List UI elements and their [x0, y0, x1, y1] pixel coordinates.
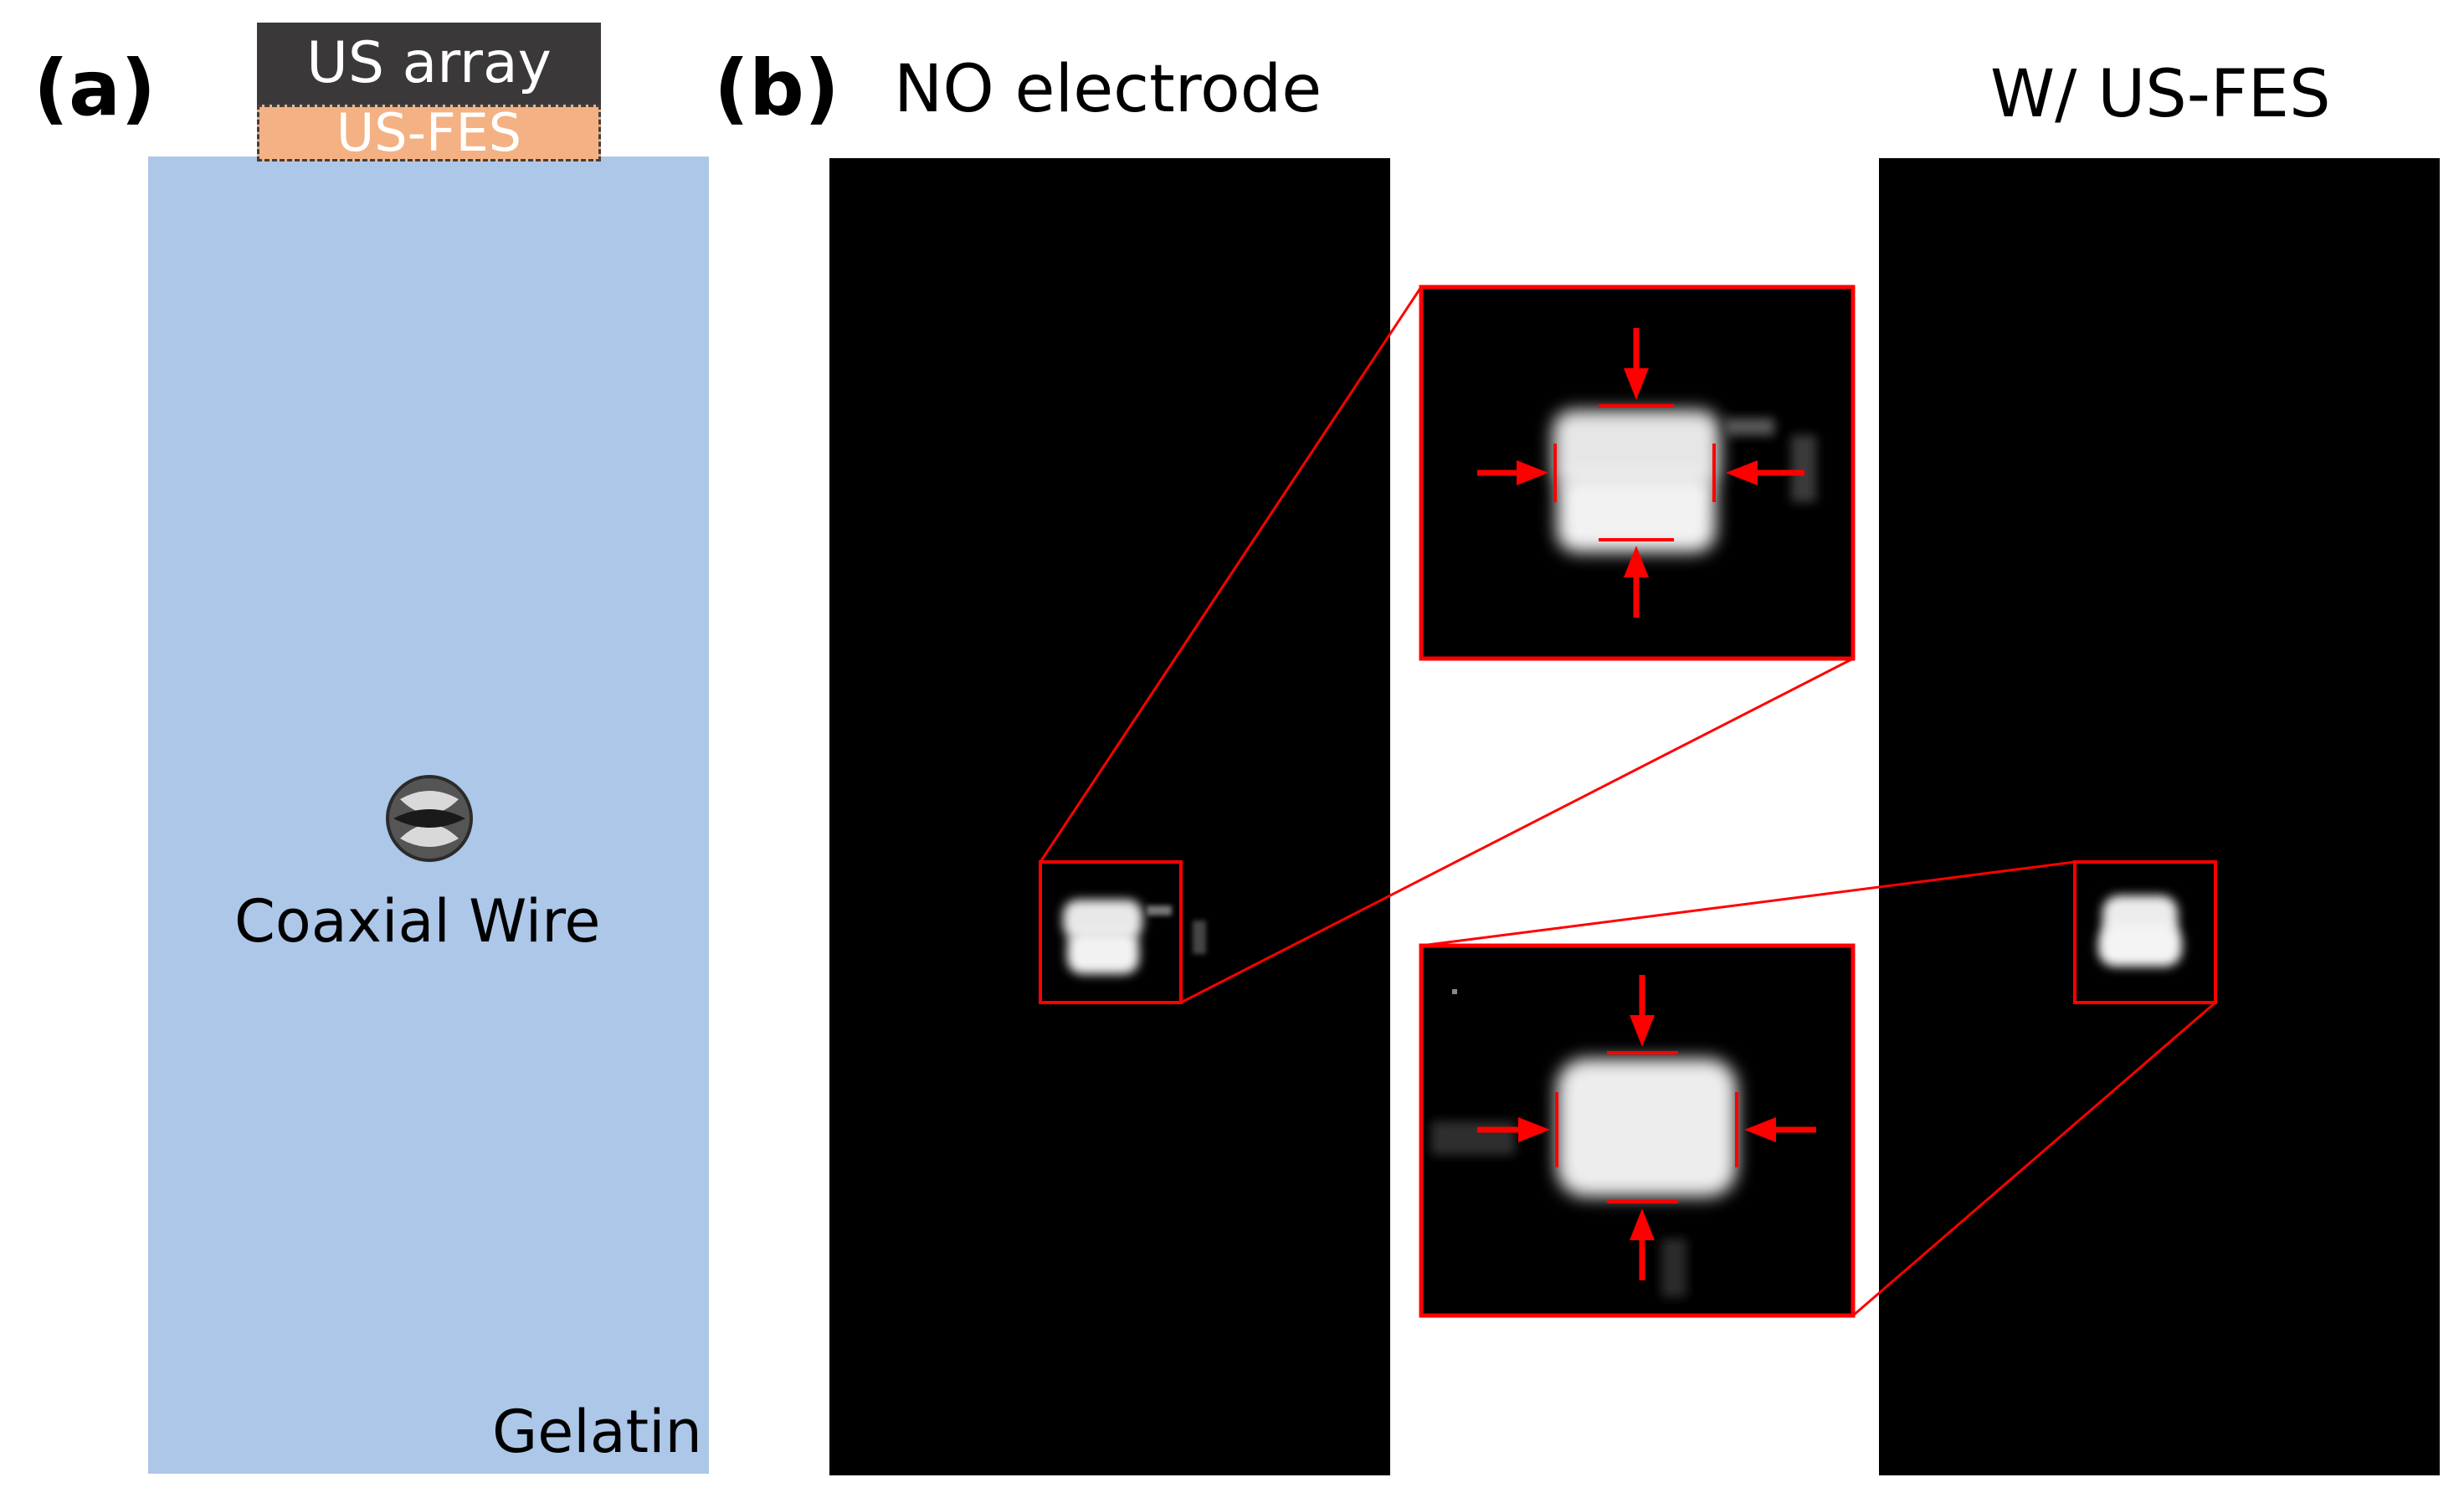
- wire-echo-no-electrode: [1063, 900, 1206, 974]
- with-us-fes-title: W/ US-FES: [1990, 57, 2331, 132]
- arrow-left-icon: [1744, 1117, 1816, 1142]
- us-array-label: US array: [257, 23, 601, 105]
- coaxial-wire-label: Coaxial Wire: [234, 887, 601, 956]
- no-electrode-title: NO electrode: [894, 52, 1322, 127]
- arrow-left-icon: [1726, 460, 1804, 485]
- ultrasound-image-with-us-fes: [1879, 158, 2440, 1475]
- arrow-right-icon: [1477, 460, 1548, 485]
- ultrasound-image-no-electrode: [829, 158, 1390, 1475]
- measurement-marker-ticks-b: [1555, 1051, 1738, 1203]
- roi-box-with-us-fes: [2073, 860, 2217, 1004]
- arrow-up-icon: [1624, 546, 1649, 618]
- gelatin-label: Gelatin: [492, 1398, 702, 1466]
- arrow-up-icon: [1630, 1208, 1655, 1280]
- arrow-down-icon: [1624, 328, 1649, 400]
- zoom-inset-with-us-fes: [1419, 943, 1856, 1318]
- arrow-down-icon: [1630, 975, 1655, 1047]
- panel-b-tag: (b): [714, 44, 839, 133]
- us-fes-label: US-FES: [257, 105, 601, 162]
- roi-box-no-electrode: [1039, 860, 1183, 1004]
- zoom-connector-lines: [1039, 286, 2216, 1317]
- coaxial-wire-cross-section-icon: [386, 775, 473, 862]
- arrow-right-icon: [1477, 1117, 1550, 1142]
- measurement-marker-ticks: [1553, 404, 1716, 541]
- panel-a-tag: (a): [33, 44, 157, 133]
- zoom-inset-no-electrode: [1419, 285, 1856, 661]
- wire-echo-with-us-fes: [2098, 895, 2182, 967]
